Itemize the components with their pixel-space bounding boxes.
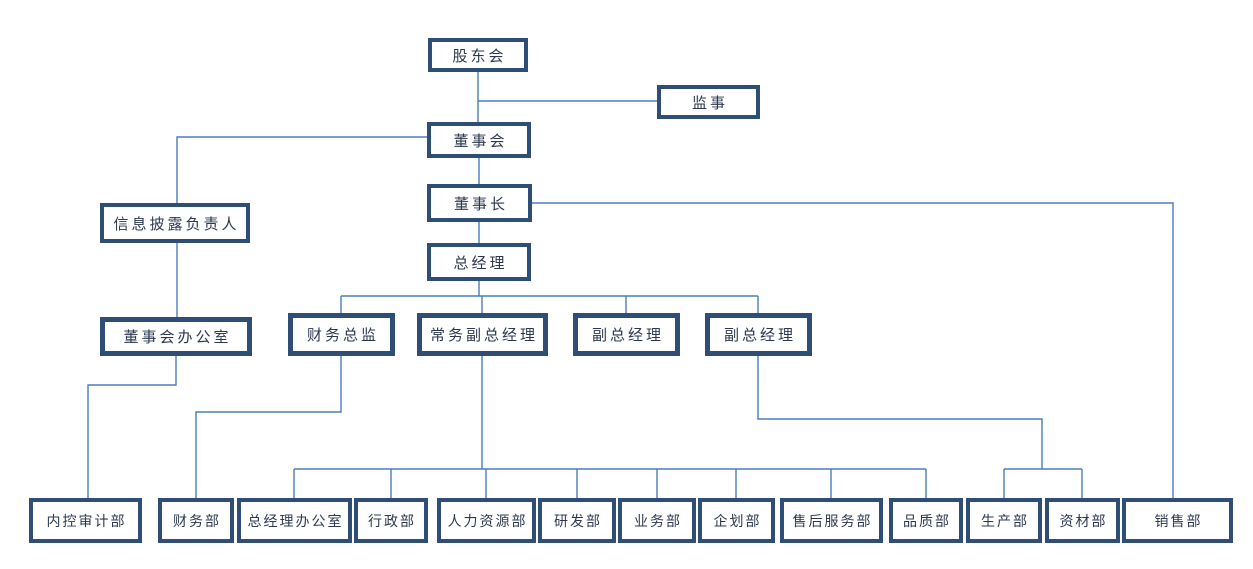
org-node-sales-dept: 销售部 xyxy=(1122,498,1233,543)
org-node-deputy-gm-1: 副总经理 xyxy=(573,313,680,356)
org-node-label-production-dept: 生产部 xyxy=(981,514,1029,530)
org-node-label-chairman: 董事长 xyxy=(453,196,508,213)
org-node-label-planning-dept: 企划部 xyxy=(713,514,762,530)
org-node-label-gm-office: 总经理办公室 xyxy=(247,514,344,530)
org-node-label-rd-dept: 研发部 xyxy=(554,514,602,530)
org-node-after-sales-dept: 售后服务部 xyxy=(780,498,883,543)
org-node-label-cfo: 财务总监 xyxy=(306,328,379,344)
org-node-label-hr-dept: 人力资源部 xyxy=(447,514,528,530)
org-node-chairman: 董事长 xyxy=(427,184,532,222)
org-node-label-quality-dept: 品质部 xyxy=(903,514,951,530)
org-node-label-business-dept: 业务部 xyxy=(634,514,682,530)
org-node-board-office: 董事会办公室 xyxy=(100,317,252,356)
org-node-business-dept: 业务部 xyxy=(618,498,696,543)
org-node-admin-dept: 行政部 xyxy=(354,498,428,543)
org-node-label-after-sales-dept: 售后服务部 xyxy=(792,514,873,530)
org-node-label-sales-dept: 销售部 xyxy=(1154,514,1203,530)
org-node-planning-dept: 企划部 xyxy=(698,498,775,543)
org-node-internal-audit-dept: 内控审计部 xyxy=(29,498,142,543)
org-node-label-board-of-directors: 董事会 xyxy=(453,133,508,150)
org-node-label-admin-dept: 行政部 xyxy=(368,514,416,530)
org-node-quality-dept: 品质部 xyxy=(889,498,963,543)
connector-board-office-to-internal-audit xyxy=(87,356,177,498)
org-node-label-general-manager: 总经理 xyxy=(453,255,508,272)
org-node-gm-office: 总经理办公室 xyxy=(237,498,352,543)
org-node-finance-dept: 财务部 xyxy=(158,498,234,543)
org-node-deputy-gm-2: 副总经理 xyxy=(705,313,812,356)
connector-board-to-info-disclosure xyxy=(176,136,427,203)
connector-chairman-to-sales xyxy=(532,202,1174,498)
org-node-production-dept: 生产部 xyxy=(966,498,1042,543)
org-node-label-shareholders-meeting: 股东会 xyxy=(452,48,507,65)
connector-cfo-to-finance xyxy=(195,356,342,498)
org-node-label-internal-audit-dept: 内控审计部 xyxy=(46,514,127,530)
org-node-cfo: 财务总监 xyxy=(288,313,395,356)
org-node-label-finance-dept: 财务部 xyxy=(173,514,221,530)
org-node-label-board-office: 董事会办公室 xyxy=(123,330,232,346)
org-node-label-deputy-gm-1: 副总经理 xyxy=(591,328,664,344)
org-node-rd-dept: 研发部 xyxy=(538,498,616,543)
org-node-materials-dept: 资材部 xyxy=(1045,498,1120,543)
org-node-hr-dept: 人力资源部 xyxy=(437,498,536,543)
org-node-shareholders-meeting: 股东会 xyxy=(428,38,528,72)
org-node-label-info-disclosure-officer: 信息披露负责人 xyxy=(113,216,240,233)
org-node-label-executive-deputy-gm: 常务副总经理 xyxy=(429,328,538,344)
org-node-supervisor: 监事 xyxy=(657,85,760,119)
org-node-executive-deputy-gm: 常务副总经理 xyxy=(417,313,548,356)
org-node-label-deputy-gm-2: 副总经理 xyxy=(723,328,796,344)
org-node-board-of-directors: 董事会 xyxy=(427,122,531,158)
org-node-label-materials-dept: 资材部 xyxy=(1059,514,1108,530)
org-node-general-manager: 总经理 xyxy=(427,243,531,281)
org-node-label-supervisor: 监事 xyxy=(691,95,728,112)
org-node-info-disclosure-officer: 信息披露负责人 xyxy=(100,203,250,243)
connector-deputy-gm-2-elbow xyxy=(757,356,1043,469)
